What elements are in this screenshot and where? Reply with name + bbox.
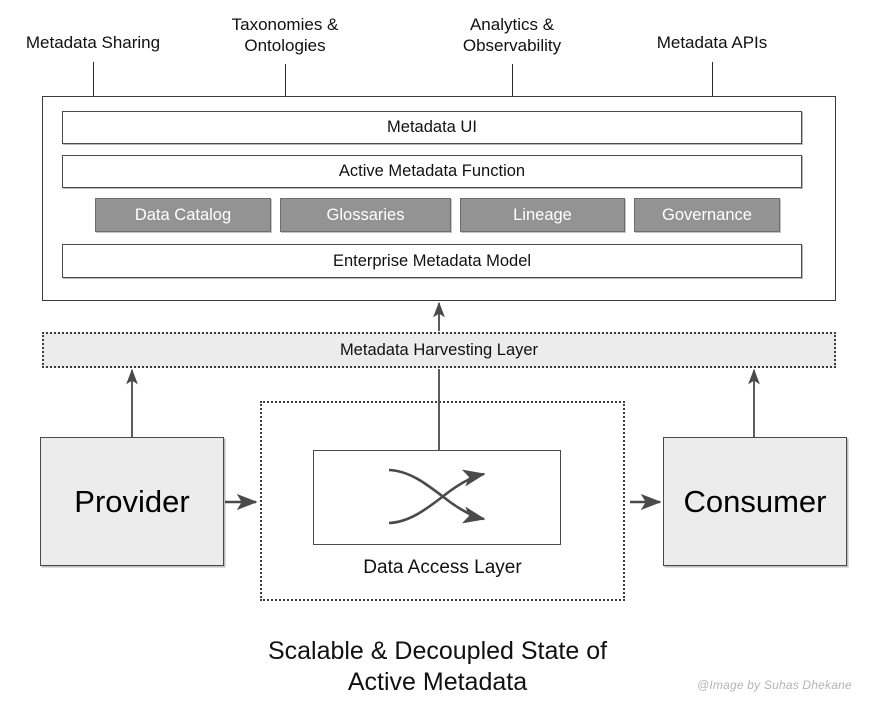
- capability-lineage[interactable]: Lineage: [460, 198, 625, 232]
- layer-active-metadata-function[interactable]: Active Metadata Function: [62, 155, 802, 188]
- callout-tick-metadata-apis: [712, 62, 713, 96]
- callout-label-metadata-sharing: Metadata Sharing: [25, 33, 161, 52]
- capability-data-catalog[interactable]: Data Catalog: [95, 198, 271, 232]
- layer-metadata-ui[interactable]: Metadata UI: [62, 111, 802, 144]
- callout-tick-metadata-sharing: [93, 62, 94, 96]
- metadata-platform-container: Metadata UI Active Metadata Function Dat…: [42, 96, 836, 301]
- page-title: Scalable & Decoupled State of Active Met…: [267, 637, 608, 696]
- provider-box[interactable]: Provider: [40, 437, 224, 566]
- data-access-layer-label: Data Access Layer: [363, 557, 522, 578]
- consumer-box[interactable]: Consumer: [663, 437, 847, 566]
- metadata-harvesting-layer[interactable]: Metadata Harvesting Layer: [42, 332, 836, 368]
- callout-label-analytics-observability: Analytics & Observability: [462, 15, 562, 55]
- capability-governance[interactable]: Governance: [634, 198, 780, 232]
- data-access-layer-container: [260, 401, 625, 601]
- callout-tick-taxonomies-ontologies: [285, 64, 286, 96]
- data-access-layer-box[interactable]: [313, 450, 561, 545]
- capability-glossaries[interactable]: Glossaries: [280, 198, 451, 232]
- callout-label-metadata-apis: Metadata APIs: [656, 33, 768, 52]
- watermark-credit: @Image by Suhas Dhekane: [697, 678, 852, 692]
- callout-tick-analytics-observability: [512, 64, 513, 96]
- layer-enterprise-metadata-model[interactable]: Enterprise Metadata Model: [62, 244, 802, 278]
- callout-label-taxonomies-ontologies: Taxonomies & Ontologies: [231, 15, 339, 55]
